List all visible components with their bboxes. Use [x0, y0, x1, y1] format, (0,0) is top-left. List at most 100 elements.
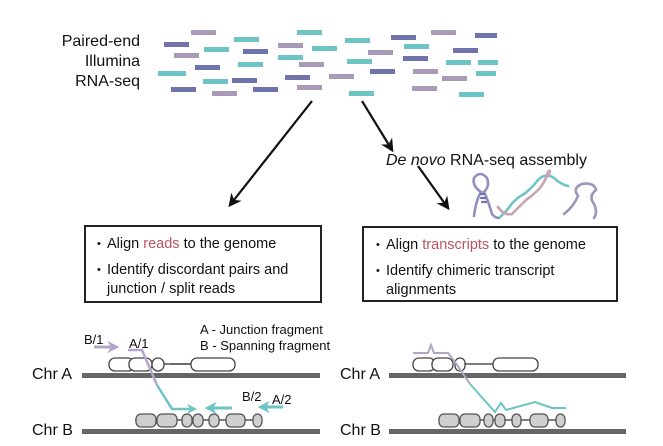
read-alignment-box: • Align reads to the genome • Identify d…	[84, 225, 322, 303]
right-chr-b-exon-6	[529, 413, 549, 428]
left-bullet-2-line-2: junction / split reads	[107, 281, 236, 297]
left-bullet-1-pre: Align	[107, 236, 144, 252]
chimeric-transcript-teal	[469, 383, 566, 414]
left-chr-a-bar	[82, 373, 320, 378]
right-chr-a-label: Chr A	[340, 366, 381, 383]
short-read	[446, 60, 471, 65]
short-read	[171, 87, 196, 92]
left-bullet-2-line-1: Identify discordant pairs and	[107, 262, 289, 278]
short-read	[370, 69, 395, 74]
short-read	[412, 86, 437, 91]
transcript-coil-icon	[562, 182, 598, 220]
assembly-label-rest: RNA-seq assembly	[445, 152, 587, 169]
short-read	[203, 79, 228, 84]
short-read	[212, 91, 237, 96]
right-bullet-1-post: to the genome	[489, 237, 586, 253]
read-label-a2: A/2	[272, 392, 292, 407]
right-bullet-1-pre: Align	[386, 237, 423, 253]
short-read	[453, 48, 478, 53]
right-bullet-1: • Align transcripts to the genome	[376, 236, 586, 255]
legend-junction-fragment: A - Junction fragment	[200, 322, 323, 337]
right-chr-b-exon-3	[483, 413, 494, 428]
right-chr-b-bar	[389, 429, 626, 434]
short-read	[174, 53, 199, 58]
assembly-label-italic: De novo	[386, 152, 446, 169]
short-read	[475, 33, 497, 38]
reads-cloud	[158, 30, 498, 97]
left-panel-graphics	[82, 341, 320, 434]
left-bullet-1-post: to the genome	[179, 236, 277, 252]
short-read	[232, 78, 257, 83]
right-bullet-1-highlight: transcripts	[422, 237, 490, 253]
chr-a-exon-3	[151, 357, 165, 372]
chr-b-exon-7	[252, 413, 263, 428]
short-read	[345, 38, 370, 43]
chr-b-exon-6	[225, 413, 246, 428]
read-label-b2: B/2	[242, 389, 262, 404]
short-read	[195, 65, 220, 70]
fragment-legend: A - Junction fragment B - Spanning fragm…	[200, 322, 330, 354]
short-read	[164, 42, 189, 47]
right-chr-b-exon-4	[494, 413, 506, 428]
chr-b-exon-5	[208, 413, 220, 428]
right-chr-a-exon-2	[431, 357, 454, 372]
de-novo-assembly-label: De novo RNA-seq assembly	[386, 152, 587, 170]
short-read	[391, 35, 416, 40]
short-read	[234, 37, 259, 42]
right-chr-b-exon-7	[555, 413, 566, 428]
short-read	[299, 62, 324, 67]
short-read	[278, 55, 303, 60]
short-read	[431, 30, 456, 35]
input-label: Paired-end Illumina RNA-seq	[30, 32, 140, 92]
right-bullet-2: • Identify chimeric transcript alignment…	[376, 262, 555, 300]
right-chr-b-exon-5	[511, 413, 522, 428]
transcript-alignment-box: • Align transcripts to the genome • Iden…	[362, 226, 618, 302]
short-read	[413, 69, 438, 74]
legend-spanning-fragment: B - Spanning fragment	[200, 338, 331, 353]
right-chr-a-bar	[389, 373, 626, 378]
short-read	[158, 71, 186, 76]
bullet-dot: •	[376, 265, 380, 277]
left-bullet-1: • Align reads to the genome	[97, 235, 277, 254]
right-chr-b-exon-2	[459, 413, 481, 428]
left-chr-b-label: Chr B	[32, 422, 73, 439]
short-read	[442, 76, 467, 81]
input-label-line-1: Paired-end	[61, 33, 140, 50]
right-bullet-2-line-2: alignments	[386, 282, 457, 298]
left-bullet-2: • Identify discordant pairs and junction…	[97, 261, 289, 299]
chr-b-exon-1	[135, 413, 157, 428]
short-read	[478, 60, 498, 65]
transcript-hairpin-icon	[472, 172, 501, 220]
right-chr-b-exon-1	[438, 413, 460, 428]
read-a1-split-purple	[128, 348, 159, 386]
bullet-dot: •	[97, 264, 101, 276]
right-chr-a-exon-4	[492, 357, 539, 372]
chr-b-exon-2	[156, 413, 178, 428]
left-chr-a-label: Chr A	[32, 366, 73, 383]
short-read	[459, 92, 484, 97]
input-label-line-2: Illumina	[84, 53, 140, 70]
right-panel-graphics	[389, 342, 626, 434]
short-read	[368, 50, 393, 55]
short-read	[204, 47, 229, 52]
short-read	[312, 46, 337, 51]
short-read	[297, 30, 322, 35]
short-read	[403, 56, 428, 61]
short-read	[278, 43, 303, 48]
short-read	[297, 85, 322, 90]
short-read	[238, 62, 263, 67]
short-read	[476, 71, 496, 76]
short-read	[349, 91, 374, 96]
chimeric-transcript-purple	[413, 342, 471, 385]
chr-b-exon-4	[192, 413, 204, 428]
short-read	[404, 44, 429, 49]
read-a1-split-teal	[155, 384, 197, 414]
chr-b-exon-3	[181, 413, 193, 428]
input-label-line-3: RNA-seq	[75, 73, 140, 90]
short-read	[243, 49, 268, 54]
left-chr-b-bar	[82, 429, 320, 434]
left-bullet-1-highlight: reads	[143, 236, 180, 252]
right-bullet-2-line-1: Identify chimeric transcript	[386, 263, 555, 279]
